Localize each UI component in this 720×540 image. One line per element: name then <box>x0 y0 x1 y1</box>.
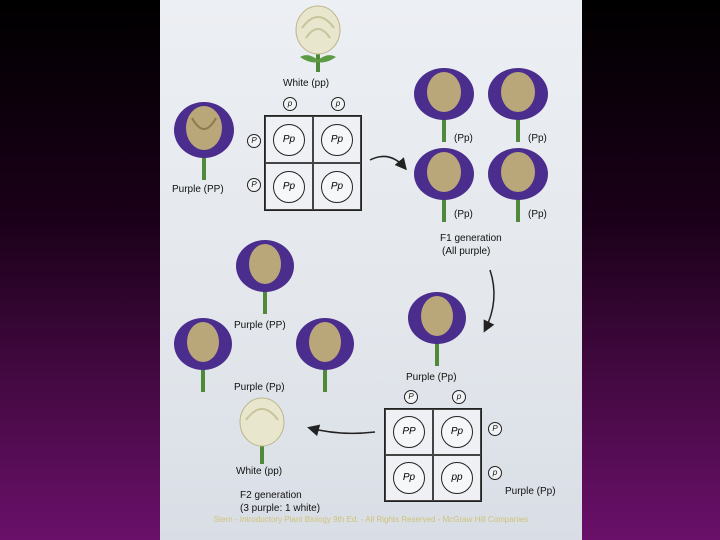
textbook-page: White (pp) p p P P Purple (PP) Pp Pp Pp … <box>160 0 582 540</box>
f2-gamete-top-1: P <box>404 390 418 404</box>
f1-cross-flower <box>406 290 468 366</box>
white-parent-flower <box>288 2 348 72</box>
f2-purple-homozygous-label: Purple (PP) <box>234 320 286 331</box>
gamete-side-1: P <box>247 134 261 148</box>
gamete-top-1: p <box>283 97 297 111</box>
f1-flower-1 <box>412 66 476 142</box>
arrow-f1-to-cross <box>485 270 494 330</box>
f2-purple-homozygous-flower <box>234 238 296 314</box>
punnett-cell: Pp <box>385 455 433 501</box>
f1-genotype-4: (Pp) <box>528 209 547 220</box>
f1-generation-note: (All purple) <box>442 246 490 257</box>
purple-parent-flower <box>172 100 236 180</box>
f2-purple-het-label: Purple (Pp) <box>234 382 285 393</box>
gamete-side-2: P <box>247 178 261 192</box>
f2-gamete-side-1: P <box>488 422 502 436</box>
punnett-cell: Pp <box>433 409 481 455</box>
punnett-cell: Pp <box>313 116 361 163</box>
f2-white-flower <box>232 394 292 464</box>
f2-gamete-side-2: p <box>488 466 502 480</box>
f1-cross-label: Purple (Pp) <box>406 372 457 383</box>
copyright-caption: Stern - Introductory Plant Biology 9th E… <box>160 515 582 524</box>
arrow-cross-to-f2 <box>310 428 375 433</box>
punnett-cell: Pp <box>265 163 313 210</box>
f2-purple-het-flower-1 <box>172 316 234 392</box>
punnett-cell: pp <box>433 455 481 501</box>
f1-genotype-3: (Pp) <box>454 209 473 220</box>
f1-cross-label-bottom: Purple (Pp) <box>505 486 556 497</box>
f2-purple-het-flower-2 <box>294 316 356 392</box>
f2-white-label: White (pp) <box>236 466 282 477</box>
f2-punnett-square: PP Pp Pp pp <box>384 408 482 502</box>
f1-genotype-1: (Pp) <box>454 133 473 144</box>
arrow-parent-to-f1 <box>370 156 405 168</box>
f2-generation-title: F2 generation <box>240 490 302 501</box>
punnett-cell: PP <box>385 409 433 455</box>
punnett-cell: Pp <box>313 163 361 210</box>
purple-parent-label: Purple (PP) <box>172 184 224 195</box>
f1-punnett-square: Pp Pp Pp Pp <box>264 115 362 211</box>
f2-gamete-top-2: p <box>452 390 466 404</box>
f1-genotype-2: (Pp) <box>528 133 547 144</box>
gamete-top-2: p <box>331 97 345 111</box>
f2-generation-note: (3 purple: 1 white) <box>240 503 320 514</box>
white-parent-label: White (pp) <box>283 78 329 89</box>
f1-generation-title: F1 generation <box>440 233 502 244</box>
punnett-cell: Pp <box>265 116 313 163</box>
f1-flower-2 <box>486 66 550 142</box>
